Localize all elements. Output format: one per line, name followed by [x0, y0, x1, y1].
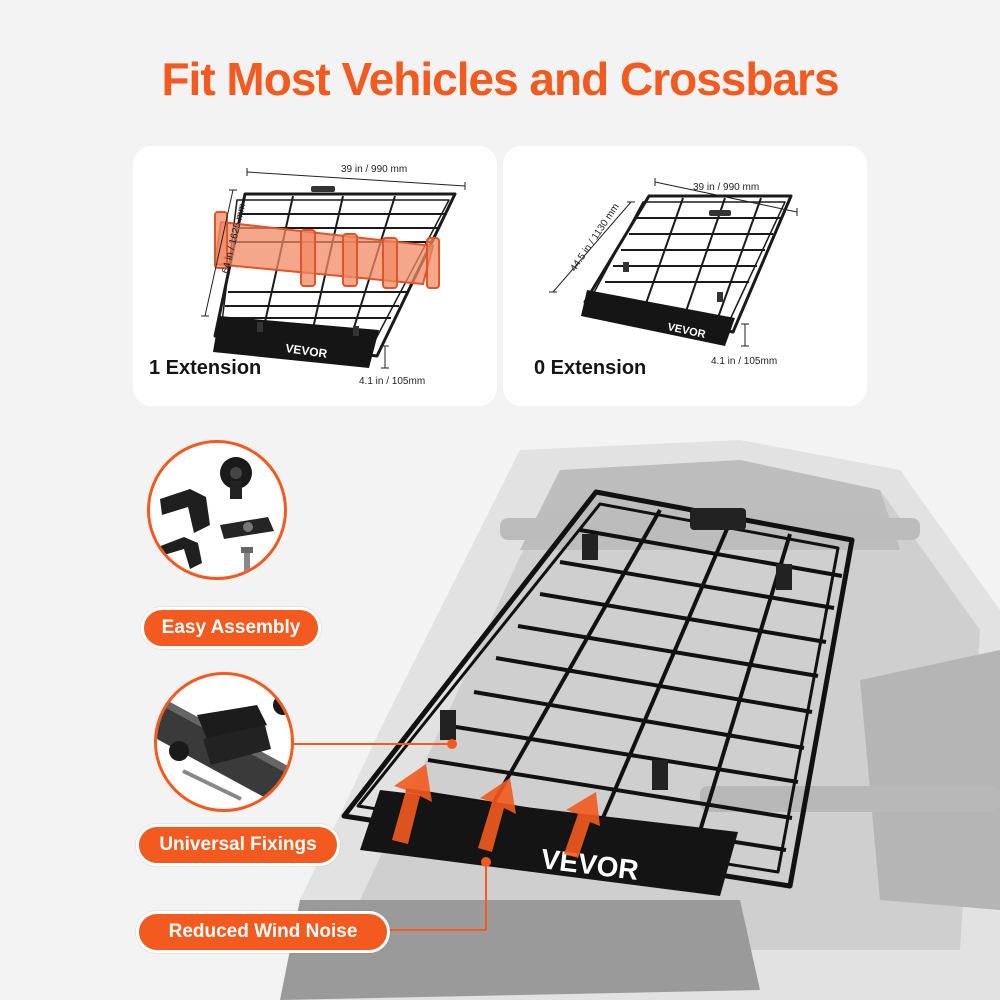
hardware-parts-icon	[158, 457, 274, 577]
universal-fixings-label: Universal Fixings	[136, 824, 340, 866]
width-dim-label-compact: 39 in / 990 mm	[693, 182, 759, 193]
width-dim-label: 39 in / 990 mm	[341, 164, 407, 175]
wind-noise-label: Reduced Wind Noise	[136, 911, 390, 953]
page-title: Fit Most Vehicles and Crossbars	[161, 53, 839, 105]
hardware-detail-circle	[147, 440, 287, 580]
height-dim-label-compact: 4.1 in / 105mm	[711, 356, 777, 367]
fixings-detail-circle	[154, 672, 294, 812]
fairing-logo: VEVOR	[285, 341, 329, 361]
car-with-rack-illustration: VEVOR	[280, 440, 1000, 1000]
extension-card-1: VEVOR 39 in / 990 mm 64 in / 1625 mm	[133, 146, 497, 406]
extension-card-0: VEVOR 39 in / 990 mm 44.5 in / 1130 mm 4…	[503, 146, 867, 406]
crossbar-clamp-icon	[157, 695, 291, 809]
card-label-0-extension: 0 Extension	[534, 357, 647, 379]
easy-assembly-label: Easy Assembly	[141, 607, 321, 649]
rack-extended-diagram: VEVOR 39 in / 990 mm 64 in / 1625 mm	[201, 164, 466, 387]
length-dim-label-compact: 44.5 in / 1130 mm	[568, 202, 621, 274]
vehicle-scene: VEVOR	[0, 430, 1000, 1000]
card-label-1-extension: 1 Extension	[149, 357, 262, 379]
height-dim-label: 4.1 in / 105mm	[359, 376, 425, 387]
rack-compact-diagram: VEVOR 39 in / 990 mm 44.5 in / 1130 mm 4…	[549, 178, 798, 367]
